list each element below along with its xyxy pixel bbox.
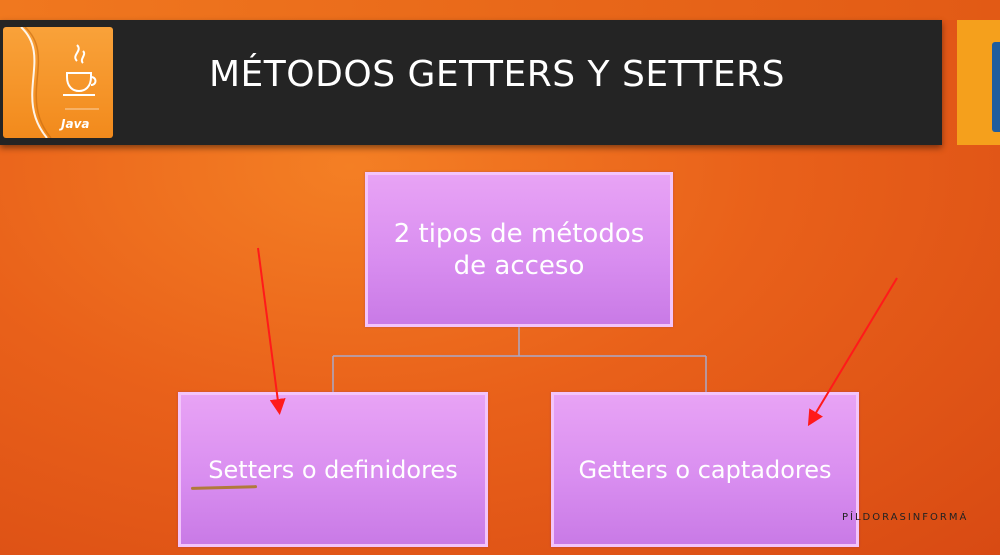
watermark: PÍLDORASINFORMÁ: [842, 512, 969, 523]
slide-title: MÉTODOS GETTERS Y SETTERS: [209, 54, 786, 95]
right-corner-logo: [957, 20, 1000, 145]
annotation-arrow-left: [257, 247, 286, 415]
getters-node-label: Getters o captadores: [578, 455, 832, 484]
annotation-arrow-right: [807, 277, 898, 427]
diagram-node-getters: Getters o captadores: [551, 392, 859, 547]
root-node-label: 2 tipos de métodos de acceso: [393, 218, 645, 281]
title-bar: [0, 20, 942, 145]
java-logo-text: Java: [61, 117, 90, 131]
java-coffee-cup-icon: [20, 27, 99, 138]
right-logo-accent: [992, 42, 1000, 132]
diagram-root-node: 2 tipos de métodos de acceso: [365, 172, 673, 327]
background-top-strip: [0, 0, 1000, 20]
diagram-node-setters: Setters o definidores: [178, 392, 488, 547]
setters-node-label: Setters o definidores: [208, 455, 458, 484]
java-logo: Java: [3, 27, 113, 138]
